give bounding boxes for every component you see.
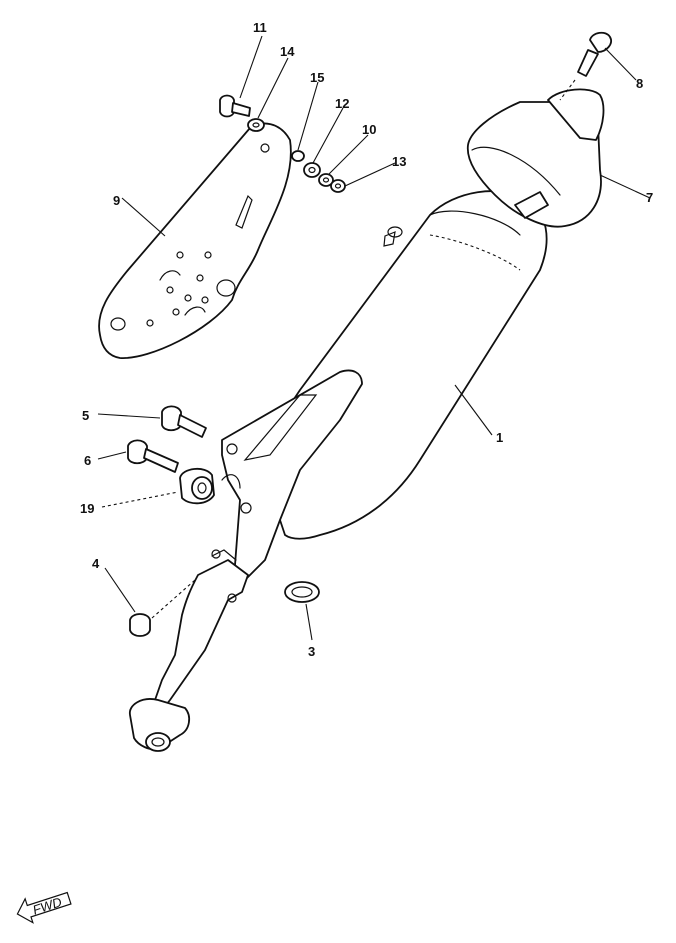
bolt-6 [127,439,179,473]
callout-4: 4 [92,556,100,571]
callout-8: 8 [636,76,643,91]
tail-cap [466,88,605,228]
bolt-5 [161,405,207,438]
exhaust-pipe [129,549,249,752]
callout-3: 3 [308,644,315,659]
forward-arrow-icon [16,891,72,924]
callout-9: 9 [113,193,120,208]
bolt-11 [219,94,251,118]
callout-5: 5 [82,408,89,423]
callout-labels: 1 3 4 5 6 7 8 9 10 11 12 13 14 15 19 [80,20,653,659]
callout-19: 19 [80,501,94,516]
bolt-8 [559,31,612,101]
muffler-bracket [221,369,363,581]
callout-7: 7 [646,190,653,205]
fwd-label: FWD [31,894,64,917]
nut-4 [129,579,196,637]
heat-shield [98,122,292,359]
callout-10: 10 [362,122,376,137]
leader-lines [97,35,651,641]
callout-6: 6 [84,453,91,468]
callout-11: 11 [253,20,267,35]
callout-15: 15 [310,70,324,85]
grommet-stack [291,150,346,193]
gasket-3 [284,581,320,603]
forward-direction-marker: FWD [16,891,72,924]
callout-14: 14 [280,44,295,59]
rubber-mount-19 [179,468,215,505]
callout-12: 12 [335,96,349,111]
callout-13: 13 [392,154,406,169]
muffler-body [259,190,548,540]
washer-14 [247,118,265,132]
callout-1: 1 [496,430,503,445]
